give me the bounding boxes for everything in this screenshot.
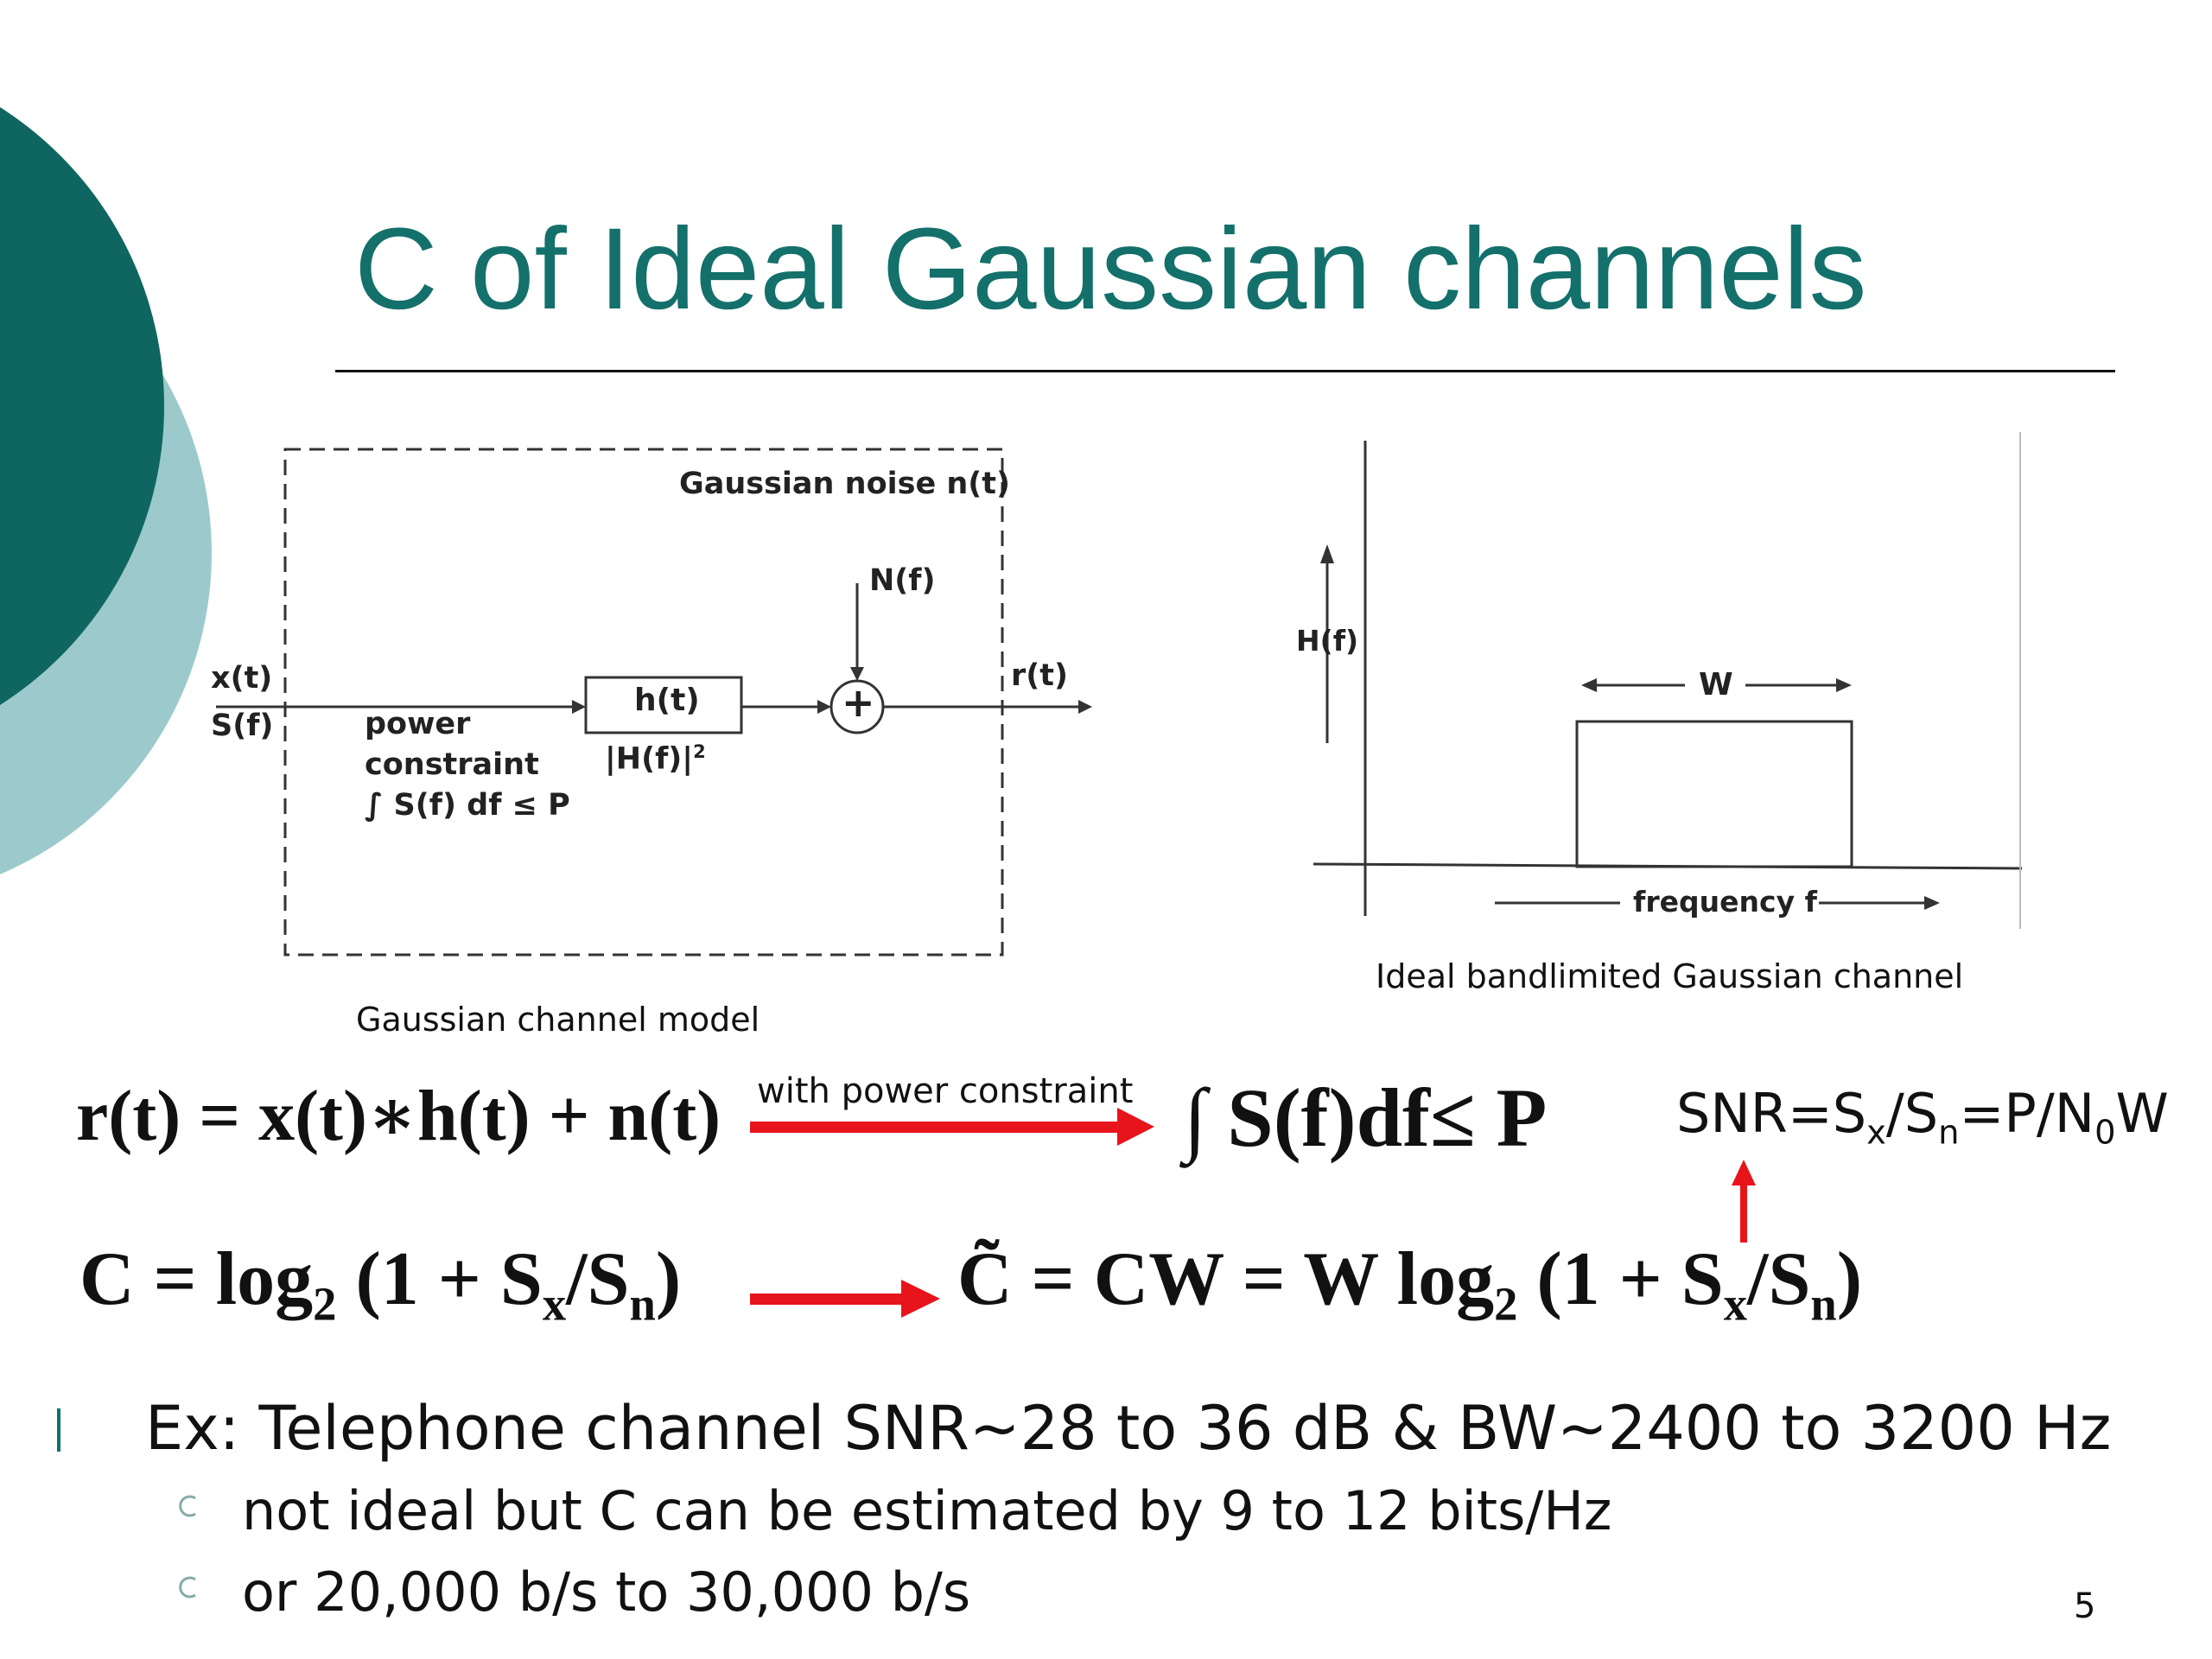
adder-symbol: + [842, 679, 875, 726]
red-arrow-2-shaft [750, 1294, 906, 1305]
snr-definition: SNR=Sx/Sn=P/N0W [1676, 1082, 2169, 1153]
output-signal-label: r(t) [1011, 658, 1068, 693]
bullet-item-3: or 20,000 b/s to 30,000 b/s [242, 1560, 971, 1624]
bullet-item-1: Ex: Telephone channel SNR~28 to 36 dB & … [145, 1393, 2112, 1464]
bullet-item-2: not ideal but C can be estimated by 9 to… [242, 1479, 1612, 1542]
dashed-channel-box [283, 448, 1004, 957]
arrowhead-into-adder [817, 700, 831, 714]
gaussian-noise-label: Gaussian noise n(t) [679, 467, 1011, 501]
red-arrow-1 [750, 1108, 1154, 1146]
filter-box [584, 676, 743, 734]
freq-arrowhead [1924, 896, 1940, 910]
arrowhead-into-filter [572, 700, 586, 714]
arrowhead-output [1078, 700, 1092, 714]
input-spectrum-label: S(f) [211, 709, 274, 743]
decorative-circles [0, 107, 212, 874]
gaussian-channel-model-figure: Gaussian noise n(t) N(f) x(t) S(f) h(t) … [199, 432, 1115, 985]
power-label-line3: ∫ S(f) df ≤ P [365, 788, 570, 823]
passband-rectangle [1575, 720, 1853, 868]
hf-axis-label: H(f) [1296, 624, 1359, 658]
dark-teal-circle [0, 107, 164, 705]
bullet-marker-level2-second [179, 1576, 196, 1599]
filter-response-label: |H(f)|2 [605, 741, 706, 777]
red-up-arrow-head [1732, 1160, 1756, 1185]
filter-label: h(t) [634, 683, 700, 718]
bullet-arc-1 [179, 1495, 196, 1517]
red-up-arrow [1732, 1160, 1756, 1243]
input-signal-label: x(t) [211, 661, 273, 696]
page-number: 5 [2074, 1586, 2096, 1626]
noise-spectrum-label: N(f) [869, 563, 936, 598]
width-arrowhead-right [1836, 678, 1852, 692]
received-signal-equation: r(t) = x(t)∗h(t) + n(t) [76, 1076, 721, 1156]
red-arrow-2-head [901, 1280, 940, 1318]
red-up-arrow-shaft [1740, 1180, 1747, 1243]
width-arrowhead-left [1581, 678, 1597, 692]
power-constraint-equation: ∫ S(f)df≤ P [1184, 1071, 1548, 1164]
hf-arrowhead [1320, 544, 1334, 563]
power-label-line2: constraint [365, 747, 539, 782]
power-label-line1: power [365, 707, 471, 741]
capacity-equation: C = log2 (1 + Sx/Sn) [79, 1237, 682, 1331]
bullet-marker-level1 [57, 1408, 60, 1452]
bandwidth-w-label: W [1699, 667, 1733, 702]
power-constraint-arrow-label: with power constraint [757, 1071, 1134, 1111]
arrowhead-noise-into-adder [850, 667, 864, 681]
channel-model-lines [216, 448, 1092, 957]
right-figure-caption: Ideal bandlimited Gaussian channel [1376, 957, 1964, 995]
frequency-axis-label: frequency f [1633, 885, 1817, 918]
title-underline [335, 370, 2115, 372]
red-arrow-1-shaft [750, 1122, 1122, 1133]
red-arrow-2 [750, 1280, 940, 1318]
red-arrow-1-head [1117, 1108, 1154, 1146]
bandlimited-plot-lines [1313, 432, 2023, 929]
slide-title: C of Ideal Gaussian channels [354, 205, 1867, 334]
bullet-arc-2 [179, 1576, 196, 1599]
bullet-marker-level2 [179, 1495, 196, 1517]
left-figure-caption: Gaussian channel model [356, 1001, 760, 1039]
bandlimited-capacity-equation: C̃ = CW = W log2 (1 + Sx/Sn) [957, 1237, 1863, 1331]
bandlimited-channel-figure: H(f) W frequency f [1296, 432, 2039, 950]
